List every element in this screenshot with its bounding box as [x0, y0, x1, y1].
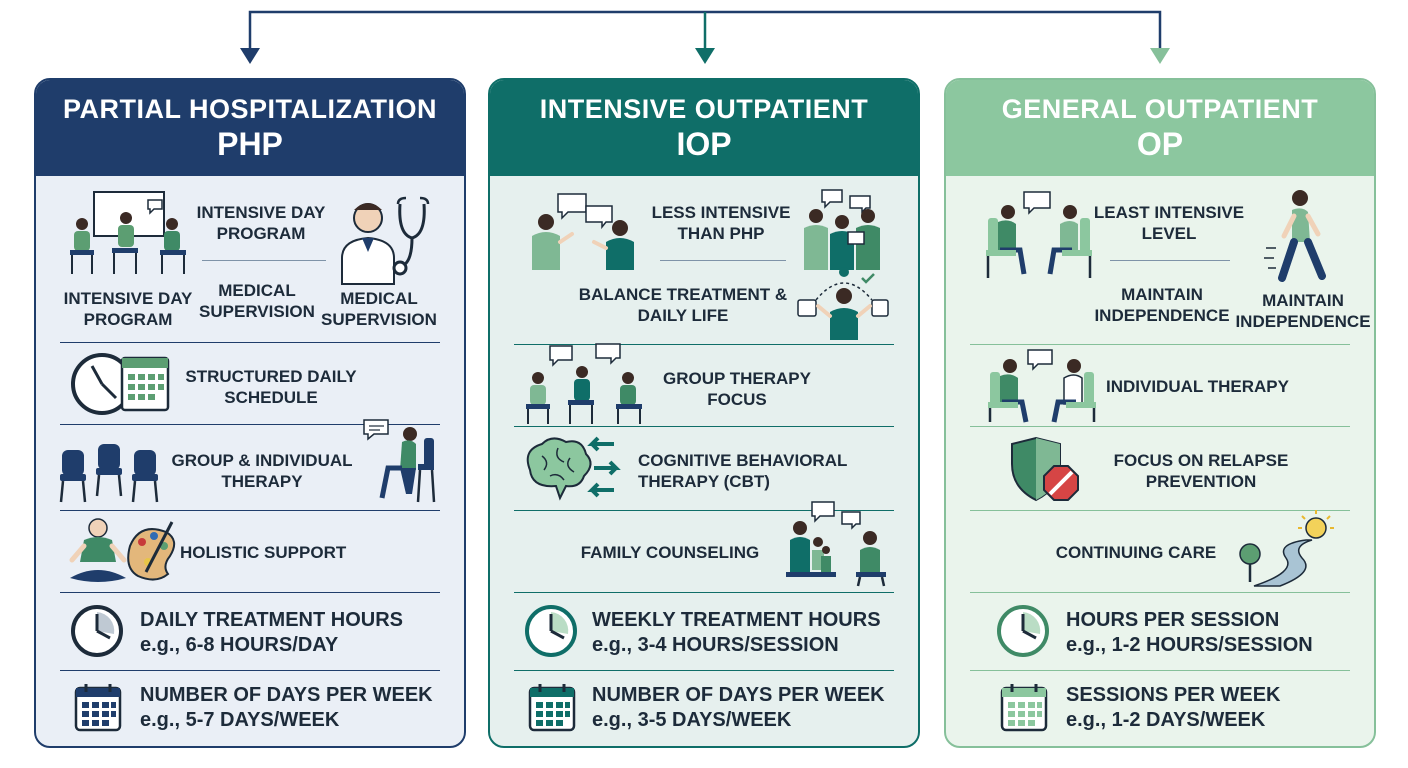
op-s3-label: FOCUS ON RELAPSE PREVENTION [1113, 451, 1289, 491]
php-title: PARTIAL HOSPITALIZATION [63, 94, 437, 124]
therapy-person-icon [363, 419, 436, 503]
clock-icon [71, 605, 123, 657]
meditation-art-icon [69, 518, 176, 582]
op-s5-line1: HOURS PER SESSION [1066, 609, 1280, 631]
family-counseling-icon [786, 501, 886, 587]
doctor-stethoscope-icon [341, 196, 430, 285]
php-s6-line1: NUMBER OF DAYS PER WEEK [140, 684, 433, 706]
iop-header: INTENSIVE OUTPATIENT IOP [490, 80, 918, 176]
op-title: GENERAL OUTPATIENT [1001, 94, 1319, 124]
op-abbr: OP [1136, 126, 1184, 162]
op-header: GENERAL OUTPATIENT OP [946, 80, 1374, 176]
php-s1-bottom-left: INTENSIVE DAY PROGRAM [63, 289, 193, 329]
php-s6-line2: e.g., 5-7 DAYS/WEEK [140, 709, 340, 731]
group-therapy-icon [526, 343, 642, 424]
op-s2-label: INDIVIDUAL THERAPY [1106, 377, 1289, 396]
php-s1-bottom-right: MEDICAL SUPERVISION [321, 289, 437, 329]
op-divider-5 [970, 670, 1350, 671]
calendar-icon [1000, 684, 1048, 732]
conversation-icon [532, 193, 634, 270]
op-s1-bottom-mid: MAINTAIN INDEPENDENCE [1094, 285, 1230, 325]
iop-s6-line1: NUMBER OF DAYS PER WEEK [592, 684, 885, 706]
iop-s5-line1: WEEKLY TREATMENT HOURS [592, 609, 881, 631]
iop-column: INTENSIVE OUTPATIENT IOP LESS INTENSIVE … [488, 78, 920, 748]
php-s5-line1: DAILY TREATMENT HOURS [140, 609, 403, 631]
balance-juggle-icon [797, 267, 889, 340]
connector-arrows [240, 10, 1170, 64]
op-s1-bottom-right: MAINTAIN INDEPENDENCE [1235, 291, 1371, 331]
iop-s1-bottom-label: BALANCE TREATMENT & DAILY LIFE [578, 285, 788, 325]
op-s1-inner-divider [1110, 260, 1230, 261]
brain-arrows-icon [526, 436, 621, 501]
iop-title: INTENSIVE OUTPATIENT [539, 94, 869, 124]
op-divider-3 [970, 510, 1350, 511]
iop-divider-2 [514, 426, 894, 427]
op-s6-line2: e.g., 1-2 DAYS/WEEK [1066, 709, 1266, 731]
iop-s6-line2: e.g., 3-5 DAYS/WEEK [592, 709, 792, 731]
php-divider-5 [60, 670, 440, 671]
php-divider-3 [60, 510, 440, 511]
php-s2-label: STRUCTURED DAILY SCHEDULE [185, 367, 357, 407]
calendar-icon [528, 684, 576, 732]
php-s3-label: GROUP & INDIVIDUAL THERAPY [171, 451, 353, 491]
php-s5-line2: e.g., 6-8 HOURS/DAY [140, 634, 339, 656]
php-s1-bottom-mid: MEDICAL SUPERVISION [199, 281, 315, 321]
php-s1-top-label: INTENSIVE DAY PROGRAM [196, 203, 326, 243]
iop-s3-label: COGNITIVE BEHAVIORAL THERAPY (CBT) [638, 451, 848, 491]
op-divider-4 [970, 592, 1350, 593]
meeting-group-icon [70, 191, 186, 274]
php-s4-label: HOLISTIC SUPPORT [180, 543, 347, 562]
php-divider-4 [60, 592, 440, 593]
clock-icon [525, 605, 577, 657]
op-s4-label: CONTINUING CARE [1055, 543, 1217, 562]
op-divider-2 [970, 426, 1350, 427]
php-s1-inner-divider [202, 260, 326, 261]
php-divider-2 [60, 424, 440, 425]
one-on-one-icon [986, 191, 1092, 278]
iop-s2-label: GROUP THERAPY FOCUS [663, 369, 811, 409]
iop-divider-3 [514, 510, 894, 511]
iop-divider-5 [514, 670, 894, 671]
iop-divider-4 [514, 592, 894, 593]
clock-icon [997, 605, 1049, 657]
iop-s5-line2: e.g., 3-4 HOURS/SESSION [592, 634, 839, 656]
php-column: PARTIAL HOSPITALIZATION PHP INTENSIVE DA… [34, 78, 466, 748]
calendar-icon [74, 684, 122, 732]
php-header: PARTIAL HOSPITALIZATION PHP [36, 80, 464, 176]
walking-person-icon [1264, 190, 1326, 282]
road-sunrise-icon [1239, 510, 1334, 587]
op-column: GENERAL OUTPATIENT OP LEAST INTENSIVE LE… [944, 78, 1376, 748]
op-s5-line2: e.g., 1-2 HOURS/SESSION [1066, 634, 1313, 656]
iop-s1-top-label: LESS INTENSIVE THAN PHP [651, 203, 791, 243]
op-s1-top-label: LEAST INTENSIVE LEVEL [1093, 203, 1245, 243]
op-divider-1 [970, 344, 1350, 345]
iop-s1-inner-divider [660, 260, 786, 261]
iop-s4-label: FAMILY COUNSELING [580, 543, 760, 562]
clock-icon [71, 353, 170, 415]
team-meeting-icon [804, 189, 880, 270]
php-abbr: PHP [217, 126, 283, 162]
op-s6-line1: SESSIONS PER WEEK [1066, 684, 1281, 706]
empty-chairs-icon [59, 444, 159, 503]
iop-abbr: IOP [676, 126, 732, 162]
shield-stop-icon [1011, 436, 1079, 502]
individual-therapy-icon [988, 349, 1096, 423]
iop-divider-1 [514, 344, 894, 345]
php-divider-1 [60, 342, 440, 343]
